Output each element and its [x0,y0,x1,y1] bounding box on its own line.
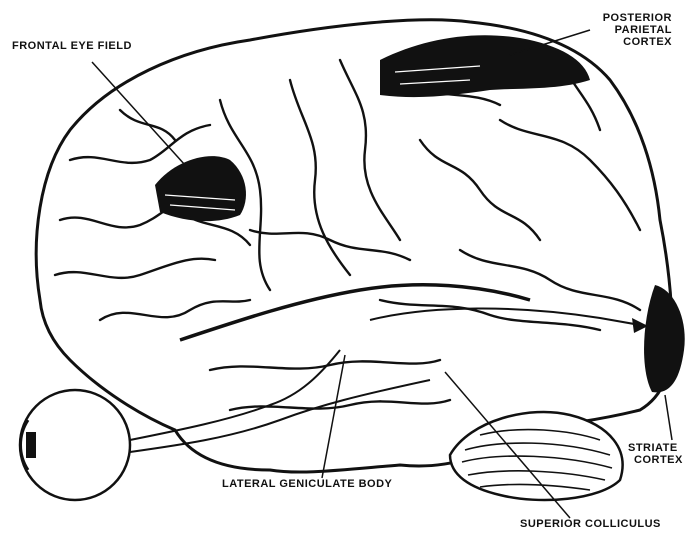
label-lateral-geniculate-body: LATERAL GENICULATE BODY [222,478,392,490]
label-posterior-parietal-cortex: POSTERIOR PARIETAL CORTEX [588,12,672,48]
label-striate: STRIATE [628,442,683,454]
striate-cortex-region [644,285,685,392]
label-superior-colliculus: SUPERIOR COLLICULUS [520,518,661,530]
label-posterior: POSTERIOR [588,12,672,24]
label-striate-cortex: STRIATE CORTEX [628,442,683,466]
eyeball [20,390,130,500]
label-cortex-striate: CORTEX [628,454,683,466]
label-cortex-parietal: CORTEX [588,36,672,48]
iris [26,432,36,458]
label-parietal: PARIETAL [588,24,672,36]
label-frontal-eye-field: FRONTAL EYE FIELD [12,40,132,52]
